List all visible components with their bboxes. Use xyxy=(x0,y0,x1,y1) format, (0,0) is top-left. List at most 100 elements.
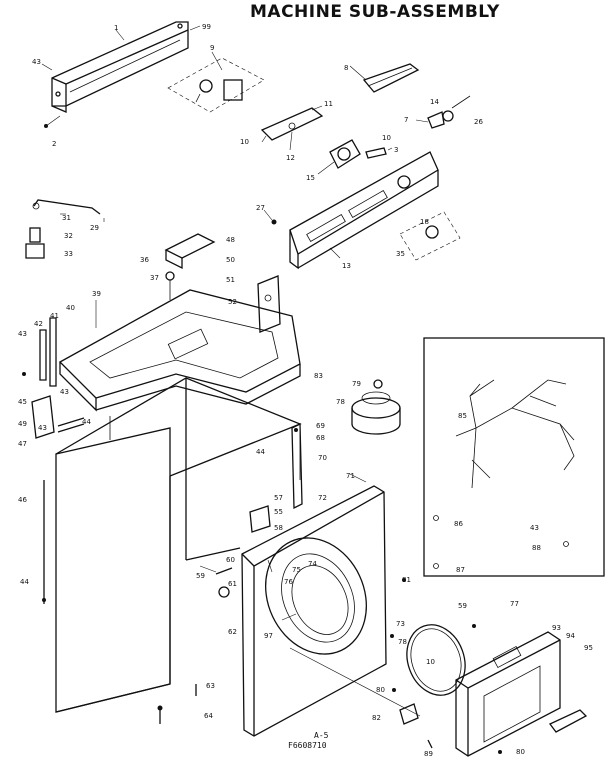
callout-83: 83 xyxy=(314,372,323,380)
hinge-parts-left xyxy=(22,317,85,439)
lid-switch-parts xyxy=(215,505,271,598)
callout-18: 18 xyxy=(420,218,429,226)
callout-3: 3 xyxy=(394,146,398,154)
callout-39: 39 xyxy=(92,290,101,298)
callout-12: 12 xyxy=(286,154,295,162)
callout-88: 88 xyxy=(532,544,541,552)
lint-filter-part xyxy=(351,379,401,435)
callout-87: 87 xyxy=(456,566,465,574)
callout-57: 57 xyxy=(274,494,283,502)
callout-95: 95 xyxy=(584,644,593,652)
hose-part-31 xyxy=(32,199,101,215)
callout-35: 35 xyxy=(396,250,405,258)
callout-99: 99 xyxy=(202,23,211,31)
callout-37: 37 xyxy=(150,274,159,282)
callout-43e: 43 xyxy=(530,524,539,532)
callout-73: 73 xyxy=(396,620,405,628)
callout-76: 76 xyxy=(284,578,293,586)
callout-33: 33 xyxy=(64,250,73,258)
callout-81: 81 xyxy=(402,576,411,584)
callout-49: 49 xyxy=(18,420,27,428)
callout-31: 31 xyxy=(62,214,71,222)
callout-45: 45 xyxy=(18,398,27,406)
callout-13: 13 xyxy=(342,262,351,270)
callout-71: 71 xyxy=(346,472,355,480)
callout-32: 32 xyxy=(64,232,73,240)
callout-55: 55 xyxy=(274,508,283,516)
cabinet-part xyxy=(43,377,302,713)
callout-14: 14 xyxy=(430,98,439,106)
switch-part-26 xyxy=(427,95,471,129)
callout-9: 9 xyxy=(210,44,214,52)
callout-44c: 44 xyxy=(20,578,29,586)
callout-63: 63 xyxy=(206,682,215,690)
callout-1: 1 xyxy=(114,24,118,32)
callout-29: 29 xyxy=(90,224,99,232)
callout-51: 51 xyxy=(226,276,235,284)
callout-52: 52 xyxy=(228,298,237,306)
bracket-part-52 xyxy=(257,275,281,333)
callout-47: 47 xyxy=(18,440,27,448)
callout-59b: 59 xyxy=(458,602,467,610)
callout-7: 7 xyxy=(404,116,408,124)
door-assembly-part xyxy=(455,631,561,757)
callout-43: 43 xyxy=(32,58,41,66)
callout-62: 62 xyxy=(228,628,237,636)
console-trim-part xyxy=(51,21,189,113)
callout-10b: 10 xyxy=(382,134,391,142)
callout-43c: 43 xyxy=(60,388,69,396)
callout-44a: 44 xyxy=(82,418,91,426)
callout-10c: 10 xyxy=(426,658,435,666)
callout-42: 42 xyxy=(34,320,43,328)
front-panel-part xyxy=(241,485,387,737)
door-gasket-part xyxy=(406,624,466,696)
callout-10a: 10 xyxy=(240,138,249,146)
callout-2: 2 xyxy=(52,140,56,148)
callout-77: 77 xyxy=(510,600,519,608)
callout-64: 64 xyxy=(204,712,213,720)
bracket-part-8 xyxy=(362,63,420,93)
timer-knob-part xyxy=(329,139,361,169)
callout-78: 78 xyxy=(336,398,345,406)
callout-86: 86 xyxy=(454,520,463,528)
side-rail-part xyxy=(291,422,303,510)
callout-50: 50 xyxy=(226,256,235,264)
callout-70: 70 xyxy=(318,454,327,462)
page-number: A-5 xyxy=(314,731,329,740)
callout-82: 82 xyxy=(372,714,381,722)
callout-58: 58 xyxy=(274,524,283,532)
pump-switch-part xyxy=(164,233,216,300)
callout-85: 85 xyxy=(458,412,467,420)
callout-44b: 44 xyxy=(256,448,265,456)
callout-78b: 78 xyxy=(398,638,407,646)
callout-11: 11 xyxy=(324,100,333,108)
callout-93: 93 xyxy=(552,624,561,632)
callout-59: 59 xyxy=(196,572,205,580)
timer-motor-part xyxy=(167,57,265,113)
callout-68: 68 xyxy=(316,434,325,442)
callout-97: 97 xyxy=(264,632,273,640)
callout-26: 26 xyxy=(474,118,483,126)
callout-43d: 43 xyxy=(38,424,47,432)
callout-72: 72 xyxy=(318,494,327,502)
switch-plate-part xyxy=(260,107,324,141)
callout-79: 79 xyxy=(352,380,361,388)
callout-8: 8 xyxy=(344,64,348,72)
wiring-harness-box xyxy=(423,337,605,577)
callout-94: 94 xyxy=(566,632,575,640)
top-cover-part xyxy=(58,289,301,412)
callout-69: 69 xyxy=(316,422,325,430)
knob-assembly-part xyxy=(399,211,461,261)
callout-43b: 43 xyxy=(18,330,27,338)
callout-61: 61 xyxy=(228,580,237,588)
callout-46: 46 xyxy=(18,496,27,504)
control-panel-part xyxy=(289,151,439,270)
callout-27: 27 xyxy=(256,204,265,212)
callout-60: 60 xyxy=(226,556,235,564)
diagram-code: F6608710 xyxy=(288,741,327,750)
callout-41: 41 xyxy=(50,312,59,320)
callout-80a: 80 xyxy=(376,686,385,694)
callout-74: 74 xyxy=(308,560,317,568)
callout-80b: 80 xyxy=(516,748,525,756)
